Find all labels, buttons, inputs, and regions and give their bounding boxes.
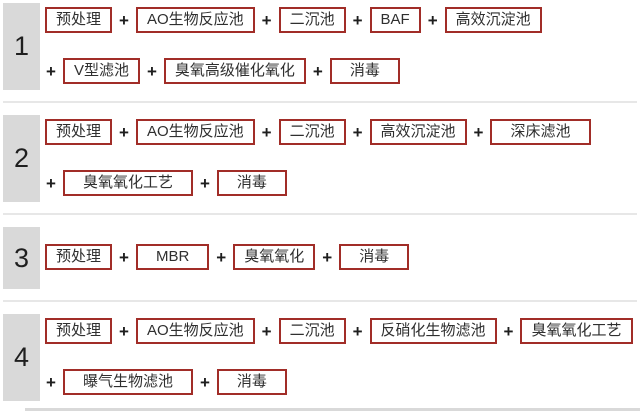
plus-connector: + <box>261 321 272 341</box>
process-step-box: 二沉池 <box>278 7 346 33</box>
plus-connector: + <box>46 61 56 81</box>
plus-connector: + <box>312 61 323 81</box>
process-row: 4 预处理+AO生物反应池+二沉池+反硝化生物滤池+臭氧氧化工艺+曝气生物滤池+… <box>3 314 637 401</box>
plus-connector: + <box>119 10 129 30</box>
flow-segment: + 曝气生物滤池 <box>45 369 193 395</box>
row-number: 3 <box>3 227 40 289</box>
flow-segment: + 消毒 <box>199 170 287 196</box>
process-step-box: 二沉池 <box>278 318 346 344</box>
flow-segment: + 臭氧氧化工艺 <box>503 318 633 344</box>
flow-segment: + 二沉池 <box>261 119 346 145</box>
plus-connector: + <box>352 122 363 142</box>
process-step-box: 高效沉淀池 <box>369 119 467 145</box>
flow-segment: 预处理 <box>45 7 113 33</box>
process-step-box: 深床滤池 <box>490 119 591 145</box>
row-flow: 预处理+AO生物反应池+二沉池+BAF+高效沉淀池+V型滤池+臭氧高级催化氧化+… <box>45 3 637 90</box>
plus-connector: + <box>119 247 129 267</box>
flow-segment: + 二沉池 <box>261 318 346 344</box>
process-step-box: 高效沉淀池 <box>444 7 542 33</box>
process-step-box: 反硝化生物滤池 <box>369 318 497 344</box>
process-step-box: AO生物反应池 <box>135 7 255 33</box>
plus-connector: + <box>199 372 210 392</box>
plus-connector: + <box>261 10 272 30</box>
flow-segment: + 臭氧氧化工艺 <box>45 170 193 196</box>
process-step-box: 消毒 <box>216 369 287 395</box>
process-step-box: 臭氧高级催化氧化 <box>163 58 306 84</box>
plus-connector: + <box>46 173 56 193</box>
flow-segment: + AO生物反应池 <box>118 318 255 344</box>
process-step-box: 二沉池 <box>278 119 346 145</box>
row-number: 1 <box>3 3 40 90</box>
process-step-box: 臭氧氧化工艺 <box>62 170 193 196</box>
process-step-box: AO生物反应池 <box>135 318 255 344</box>
flow-segment: + V型滤池 <box>45 58 140 84</box>
flow-segment: + 高效沉淀池 <box>427 7 542 33</box>
flow-segment: + 反硝化生物滤池 <box>352 318 497 344</box>
process-step-box: 曝气生物滤池 <box>62 369 193 395</box>
process-step-box: 臭氧氧化 <box>233 244 316 270</box>
flow-segment: + BAF <box>352 7 421 33</box>
plus-connector: + <box>503 321 514 341</box>
process-step-box: MBR <box>135 244 210 270</box>
plus-connector: + <box>427 10 438 30</box>
row-separator <box>3 213 637 215</box>
flow-segment: + MBR <box>118 244 210 270</box>
flow-segment: + AO生物反应池 <box>118 119 255 145</box>
flow-segment: + 消毒 <box>321 244 410 270</box>
flow-segment: + AO生物反应池 <box>118 7 255 33</box>
process-row: 2 预处理 + AO生物反应池 + 二沉池 + 高效沉淀池 + 深床滤池 + 臭氧氧化工艺 + 消毒 <box>3 115 637 202</box>
flow-segment: 预处理 <box>45 244 113 270</box>
process-step-box: 预处理 <box>45 244 113 270</box>
process-list: 1 预处理 + AO生物反应池 + 二沉池 + BAF + 高效沉淀池 + V型滤池 + 臭氧高级催化氧… <box>3 3 637 401</box>
plus-connector: + <box>146 61 157 81</box>
plus-connector: + <box>199 173 210 193</box>
process-step-box: 预处理 <box>45 318 113 344</box>
row-number: 2 <box>3 115 40 202</box>
plus-connector: + <box>216 247 227 267</box>
process-row: 1 预处理 + AO生物反应池 + 二沉池 + BAF + 高效沉淀池 + V型滤池 + 臭氧高级催化氧… <box>3 3 637 90</box>
plus-connector: + <box>46 372 56 392</box>
plus-connector: + <box>352 10 363 30</box>
plus-connector: + <box>473 122 484 142</box>
plus-connector: + <box>322 247 333 267</box>
row-flow: 预处理 + AO生物反应池 + 二沉池 + 高效沉淀池 + 深床滤池 + 臭氧氧化工艺 + 消毒 <box>45 115 637 202</box>
process-step-box: 预处理 <box>45 119 113 145</box>
plus-connector: + <box>119 321 129 341</box>
process-step-box: 消毒 <box>329 58 400 84</box>
row-flow: 预处理 + AO生物反应池 + 二沉池 + 反硝化生物滤池 + 臭氧氧化工艺 + 曝气生物滤池 + 消毒 <box>45 314 637 401</box>
row-flow: 预处理 + MBR + 臭氧氧化 + 消毒 <box>45 227 637 289</box>
flow-segment: + 深床滤池 <box>473 119 591 145</box>
bottom-separator <box>25 408 640 411</box>
plus-connector: + <box>352 321 363 341</box>
row-separator <box>3 101 637 103</box>
process-step-box: V型滤池 <box>62 58 140 84</box>
plus-connector: + <box>119 122 129 142</box>
flow-segment: + 消毒 <box>199 369 287 395</box>
process-step-box: 预处理 <box>45 7 113 33</box>
process-step-box: 消毒 <box>339 244 410 270</box>
process-step-box: AO生物反应池 <box>135 119 255 145</box>
process-step-box: 消毒 <box>216 170 287 196</box>
row-separator <box>3 300 637 302</box>
flow-segment: 预处理 <box>45 119 113 145</box>
row-number: 4 <box>3 314 40 401</box>
process-step-box: BAF <box>369 7 421 33</box>
plus-connector: + <box>261 122 272 142</box>
flow-segment: + 臭氧高级催化氧化 <box>146 58 306 84</box>
process-row: 3 预处理 + MBR + 臭氧氧化 + 消毒 <box>3 227 637 289</box>
flow-segment: + 臭氧氧化 <box>215 244 316 270</box>
flow-segment: + 二沉池 <box>261 7 346 33</box>
process-step-box: 臭氧氧化工艺 <box>520 318 633 344</box>
flow-segment: + 高效沉淀池 <box>352 119 467 145</box>
flow-segment: 预处理 <box>45 318 113 344</box>
flow-segment: + 消毒 <box>312 58 400 84</box>
